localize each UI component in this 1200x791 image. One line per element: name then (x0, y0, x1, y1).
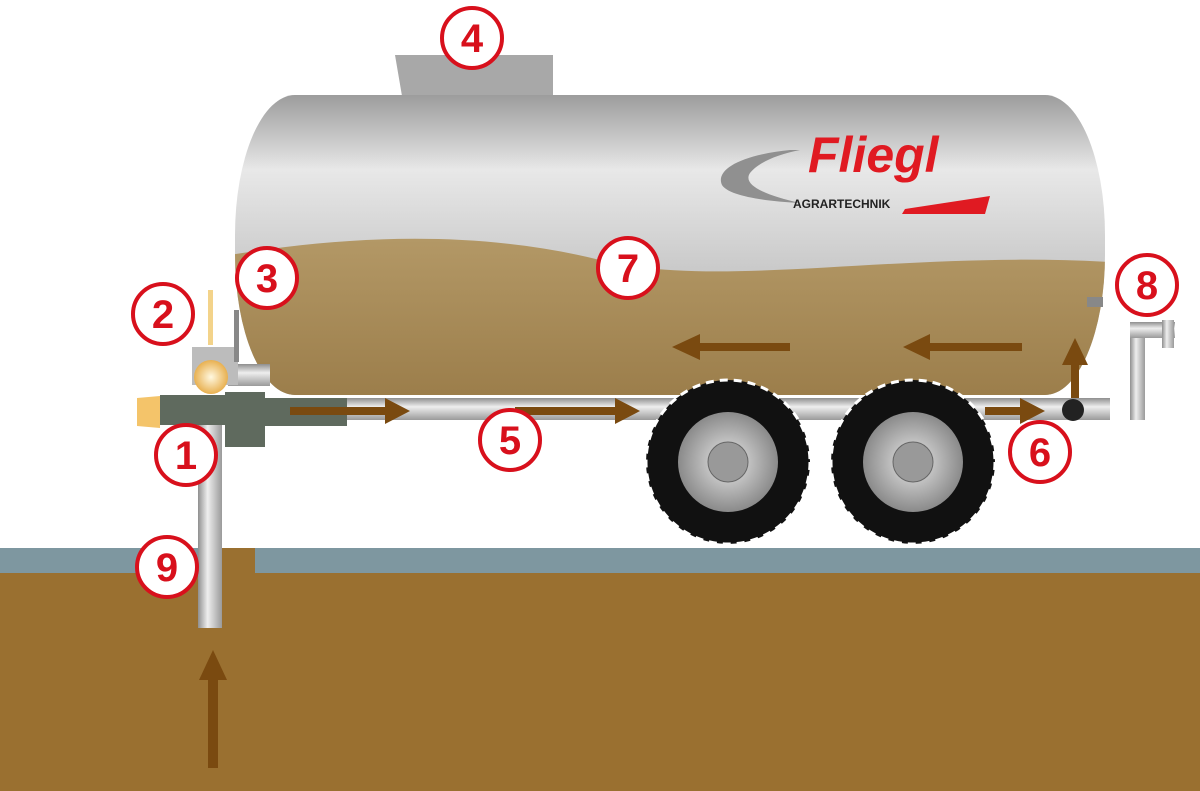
flow-arrows (199, 334, 1088, 768)
svg-text:7: 7 (617, 247, 639, 291)
wheel-front (644, 378, 812, 546)
flow-arrow (199, 650, 227, 768)
marker-2: 2 (131, 282, 195, 346)
wheels (644, 378, 997, 546)
logo-tagline: AGRARTECHNIK (793, 197, 891, 211)
svg-text:2: 2 (152, 293, 174, 337)
filling-dome (395, 55, 553, 96)
svg-text:8: 8 (1136, 264, 1158, 308)
flow-arrow (985, 398, 1045, 424)
soil (0, 573, 1200, 791)
svg-text:9: 9 (156, 546, 178, 590)
suction-inlet (137, 396, 160, 428)
marker-1: 1 (154, 423, 218, 487)
surface-right (255, 548, 1200, 573)
marker-9: 9 (135, 535, 199, 599)
svg-text:4: 4 (461, 17, 484, 61)
svg-text:1: 1 (175, 434, 197, 478)
pit-opening (222, 548, 255, 573)
wheel-rear (829, 378, 997, 546)
flow-arrow (1062, 338, 1088, 398)
marker-6: 6 (1008, 420, 1072, 484)
marker-7: 7 (596, 236, 660, 300)
svg-text:5: 5 (499, 419, 521, 463)
flow-arrow (515, 398, 640, 424)
marker-5: 5 (478, 408, 542, 472)
marker-8: 8 (1115, 253, 1179, 317)
logo-brand: Fliegl (808, 127, 940, 183)
outlet-valve (1062, 399, 1084, 421)
valve-lever (208, 290, 213, 345)
flow-arrow (903, 334, 1022, 360)
marker-4: 4 (440, 6, 504, 70)
fliegl-logo: Fliegl AGRARTECHNIK (720, 127, 990, 214)
svg-text:6: 6 (1029, 431, 1051, 475)
tank (235, 95, 1105, 395)
svg-text:3: 3 (256, 257, 278, 301)
flow-arrow (672, 334, 790, 360)
flow-arrow (290, 398, 410, 424)
vacuum-valve (194, 360, 228, 394)
marker-3: 3 (235, 246, 299, 310)
slurry-level (235, 238, 1105, 395)
number-markers: 1 2 3 4 5 6 7 8 9 (131, 6, 1179, 599)
outlet-riser (1130, 330, 1145, 420)
